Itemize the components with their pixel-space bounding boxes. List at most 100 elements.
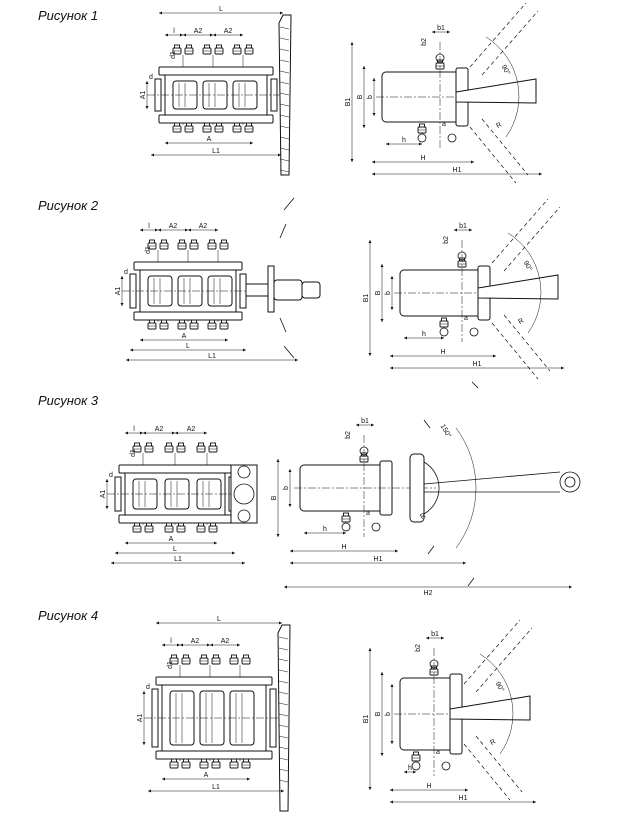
dimension-label: l — [170, 638, 172, 645]
dimension-label: A2 — [191, 638, 200, 645]
dimension-label: A — [169, 536, 174, 543]
dimension-label: R — [419, 512, 427, 521]
dimension-label: b — [385, 712, 392, 716]
dimension-label: d1 — [145, 246, 152, 254]
dimension-label: H1 — [473, 361, 482, 368]
dimension-label: A2 — [194, 28, 203, 35]
dimension-label: H1 — [374, 556, 383, 563]
dimension-label: b2 — [415, 644, 422, 652]
dimension-label: a — [464, 315, 468, 322]
dimension-label: b1 — [431, 631, 439, 638]
dimension-label: l — [133, 426, 135, 433]
dimension-label: L1 — [212, 784, 220, 791]
dimension-label: b — [385, 291, 392, 295]
dimension-label: L1 — [208, 353, 216, 360]
dimension-label: B — [375, 290, 382, 295]
pole-terminal — [232, 44, 254, 133]
dimension-label: 150° — [439, 423, 453, 440]
dimension-label: B — [375, 711, 382, 716]
pole-terminal — [229, 654, 251, 769]
dimension-label: 90° — [522, 259, 534, 272]
dimension-label: L — [219, 6, 223, 13]
dimension-label: a — [366, 510, 370, 517]
dimension-label: L — [173, 546, 177, 553]
dimension-label: R — [489, 738, 497, 747]
pole-terminal — [196, 442, 218, 533]
figure-2-title: Рисунок 2 — [38, 198, 99, 213]
dimension-label: d — [109, 472, 113, 479]
pole-terminal — [202, 44, 224, 133]
dimension-label: A2 — [224, 28, 233, 35]
dimension-label: b2 — [421, 38, 428, 46]
dimension-label: h — [408, 765, 412, 772]
dimension-label: B1 — [363, 715, 370, 724]
dimension-label: d — [124, 269, 128, 276]
dimension-label: B1 — [363, 294, 370, 303]
dimension-label: R — [495, 121, 503, 130]
figure-1-title: Рисунок 1 — [38, 8, 99, 23]
dimension-label: 90° — [500, 63, 512, 76]
pole-terminal — [199, 654, 221, 769]
dimension-label: B — [357, 94, 364, 99]
dimension-label: H — [420, 155, 425, 162]
dimension-label: A1 — [100, 490, 107, 499]
dimension-label: d1 — [167, 661, 174, 669]
dimension-label: l — [173, 28, 175, 35]
dimension-label: A2 — [169, 223, 178, 230]
dimension-label: H1 — [459, 795, 468, 802]
dimension-label: a — [436, 749, 440, 756]
dimension-label: A2 — [221, 638, 230, 645]
dimension-label: h — [402, 137, 406, 144]
dimension-label: b2 — [345, 431, 352, 439]
dimension-label: a — [442, 121, 446, 128]
pole-terminal — [172, 44, 194, 133]
dimension-label: A — [207, 136, 212, 143]
dimension-label: l — [148, 223, 150, 230]
dimension-label: b2 — [443, 236, 450, 244]
dimension-label: d1 — [130, 449, 137, 457]
dimension-label: d — [146, 684, 150, 691]
dimension-label: b — [367, 95, 374, 99]
dimension-label: A2 — [187, 426, 196, 433]
dimension-label: H — [426, 783, 431, 790]
dimension-label: L — [217, 616, 221, 623]
pole-terminal — [164, 442, 186, 533]
dimension-label: d1 — [170, 51, 177, 59]
dimension-label: A2 — [155, 426, 164, 433]
dimension-label: H1 — [453, 167, 462, 174]
pole-terminal — [147, 239, 169, 330]
dimension-label: b — [283, 486, 290, 490]
figure-3-title: Рисунок 3 — [38, 393, 99, 408]
dimension-label: H — [440, 349, 445, 356]
dimension-label: A — [204, 772, 209, 779]
dimension-label: H — [341, 544, 346, 551]
dimension-label: H2 — [424, 590, 433, 597]
dimension-label: A1 — [115, 287, 122, 296]
dimension-label: L — [186, 343, 190, 350]
dimension-label: A — [182, 333, 187, 340]
figure-4-title: Рисунок 4 — [38, 608, 99, 623]
dimension-label: b1 — [459, 223, 467, 230]
dimension-label: B1 — [345, 98, 352, 107]
dimension-label: A1 — [137, 714, 144, 723]
dimension-label: A1 — [140, 91, 147, 100]
dimension-label: B — [271, 495, 278, 500]
dimension-label: h — [422, 331, 426, 338]
dimension-label: b1 — [437, 25, 445, 32]
dimension-label: L1 — [174, 556, 182, 563]
dimension-label: h — [323, 526, 327, 533]
dimension-label: d — [149, 74, 153, 81]
dimension-label: 90° — [494, 680, 506, 693]
dimension-label: b1 — [361, 418, 369, 425]
dimension-label: A2 — [199, 223, 208, 230]
